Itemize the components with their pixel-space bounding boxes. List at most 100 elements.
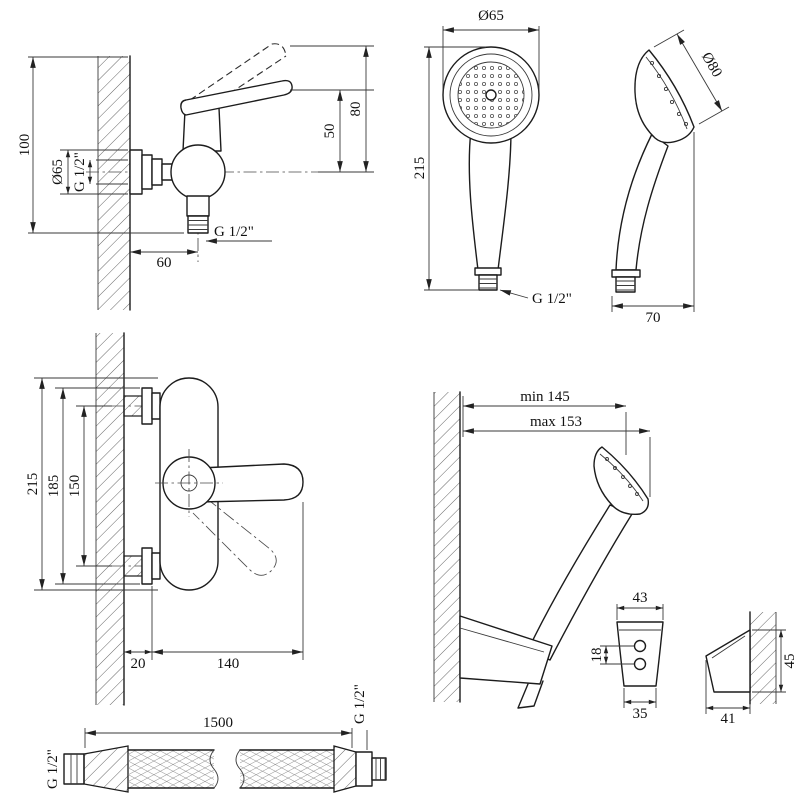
wall-holder-view: min 145 max 153 xyxy=(433,389,651,709)
hose-break-left xyxy=(209,749,219,789)
holder-shower-handle xyxy=(527,504,633,661)
dim-label-flange-span: 185 xyxy=(46,475,62,498)
dim-hose-length: 1500 xyxy=(84,715,353,748)
bracket-front-view: 43 18 35 xyxy=(589,590,664,722)
dim-height-45: 45 xyxy=(752,629,798,693)
dim-top-width-43: 43 xyxy=(616,590,664,620)
wall-section-bracket xyxy=(749,611,777,705)
dim-label-height: 100 xyxy=(17,134,33,157)
escutcheon xyxy=(129,149,143,195)
mixer-body-side xyxy=(129,43,293,234)
valve-body xyxy=(170,144,226,200)
dim-label-outlet-thread: G 1/2" xyxy=(214,224,254,240)
dim-60: 60 xyxy=(130,249,198,271)
dim-100: 100 xyxy=(17,56,184,234)
dim-label-handle-thread: G 1/2" xyxy=(532,291,572,307)
dim-label-total-height: 80 xyxy=(348,102,364,117)
hose-thread-right xyxy=(371,757,387,781)
spray-plate-edge xyxy=(645,56,688,130)
spray-face-center xyxy=(485,89,497,101)
dim-label-face-diameter: Ø80 xyxy=(698,50,725,80)
dim-label-hose-length: 1500 xyxy=(203,715,233,731)
outlet-neck xyxy=(186,195,210,217)
dim-label-flange-diameter: Ø65 xyxy=(50,159,66,185)
dim-hole-spacing-18: 18 xyxy=(589,645,634,665)
dim-label-lever-height: 50 xyxy=(322,124,338,139)
dim-label-reach-max: max 153 xyxy=(530,414,582,430)
mixer-front-view: 150 185 215 20 140 xyxy=(25,332,304,706)
dim-depth-41: 41 xyxy=(705,660,751,727)
dim-span-185: 185 xyxy=(46,387,140,585)
dim-label-body-width: 140 xyxy=(217,656,240,672)
shower-handle-side xyxy=(615,133,669,271)
shower-hose xyxy=(63,745,387,793)
hose-cone-right xyxy=(333,745,357,793)
screw-hole-top xyxy=(633,639,647,653)
dim-80: 80 xyxy=(290,45,374,172)
dim-flange-diameter: Ø65 xyxy=(50,149,128,195)
wall-section xyxy=(97,55,131,311)
lever-front xyxy=(199,463,304,503)
bracket-side-outline xyxy=(705,629,751,693)
dim-depth-70: 70 xyxy=(611,132,695,326)
dim-offset-20: 20 xyxy=(123,586,153,672)
dim-label-wall-offset: 20 xyxy=(131,656,146,672)
dim-label-centers: 150 xyxy=(67,475,83,498)
handshower-side xyxy=(611,49,695,293)
dim-centers-150: 150 xyxy=(67,405,112,567)
top-wall-stub xyxy=(123,395,143,417)
dim-label-depth: 70 xyxy=(646,310,661,326)
dim-hose-thread-right: G 1/2" xyxy=(352,684,368,750)
handshower-side-view: Ø80 70 xyxy=(611,29,730,326)
dim-width-140: 140 xyxy=(152,502,304,672)
dim-label-length: 215 xyxy=(412,157,428,180)
hose-cone-left xyxy=(83,745,129,793)
dim-length-215: 215 xyxy=(412,46,486,291)
bottom-escutcheon xyxy=(141,547,153,585)
shower-head-inner-ring xyxy=(449,53,533,137)
holder-shower-head xyxy=(593,446,650,515)
hose-nut-left xyxy=(63,753,85,785)
handshower-front-view: Ø65 215 G 1/2" xyxy=(412,8,572,307)
mixer-side-view: 100 Ø65 G 1/2" 50 80 G 1/2" xyxy=(17,43,374,311)
dim-label-top-width: 43 xyxy=(633,590,648,606)
lever-handle xyxy=(180,79,293,116)
dim-label-wall-thread: G 1/2" xyxy=(72,152,88,192)
dim-label-head-diameter: Ø65 xyxy=(478,8,504,24)
handshower-in-holder xyxy=(459,446,650,709)
shower-handle xyxy=(468,129,512,271)
dim-label-bracket-height: 45 xyxy=(782,654,798,669)
dim-handle-thread: G 1/2" xyxy=(499,289,572,307)
outlet-thread-stub xyxy=(187,215,209,234)
bracket-side-view: 45 41 xyxy=(705,611,798,727)
bracket-front-outline xyxy=(616,621,664,687)
handle-collar xyxy=(474,267,502,276)
dim-50: 50 xyxy=(290,89,374,173)
holder-bracket xyxy=(459,615,553,685)
dim-label-hole-spacing: 18 xyxy=(589,648,605,663)
dim-label-reach-min: min 145 xyxy=(520,389,570,405)
dim-label-hose-thread-left: G 1/2" xyxy=(45,749,61,789)
handshower-front xyxy=(442,46,540,291)
wall-section-holder xyxy=(433,391,461,703)
hose-nut-right xyxy=(355,751,373,787)
dim-label-hose-thread-right: G 1/2" xyxy=(352,684,368,724)
dim-label-overall: 215 xyxy=(25,473,41,496)
dim-outlet-thread: G 1/2" xyxy=(206,224,272,244)
collar-side xyxy=(611,269,641,278)
bottom-wall-stub xyxy=(123,555,143,577)
dim-label-bracket-depth: 41 xyxy=(721,711,736,727)
dim-reach-max: max 153 xyxy=(463,414,651,497)
dim-head-diameter: Ø65 xyxy=(442,8,540,90)
top-escutcheon xyxy=(141,387,153,425)
hose-view: 1500 G 1/2" G 1/2" xyxy=(45,684,387,793)
shower-head-side xyxy=(634,49,695,144)
dim-wall-thread: G 1/2" xyxy=(72,152,128,192)
holder-spray-plate-edge xyxy=(599,453,644,502)
shower-tail xyxy=(517,680,544,709)
mixer-body-front xyxy=(123,377,304,591)
dim-label-bottom-width: 35 xyxy=(633,706,648,722)
dim-bottom-width-35: 35 xyxy=(623,688,657,722)
screw-hole-bottom xyxy=(633,657,647,671)
